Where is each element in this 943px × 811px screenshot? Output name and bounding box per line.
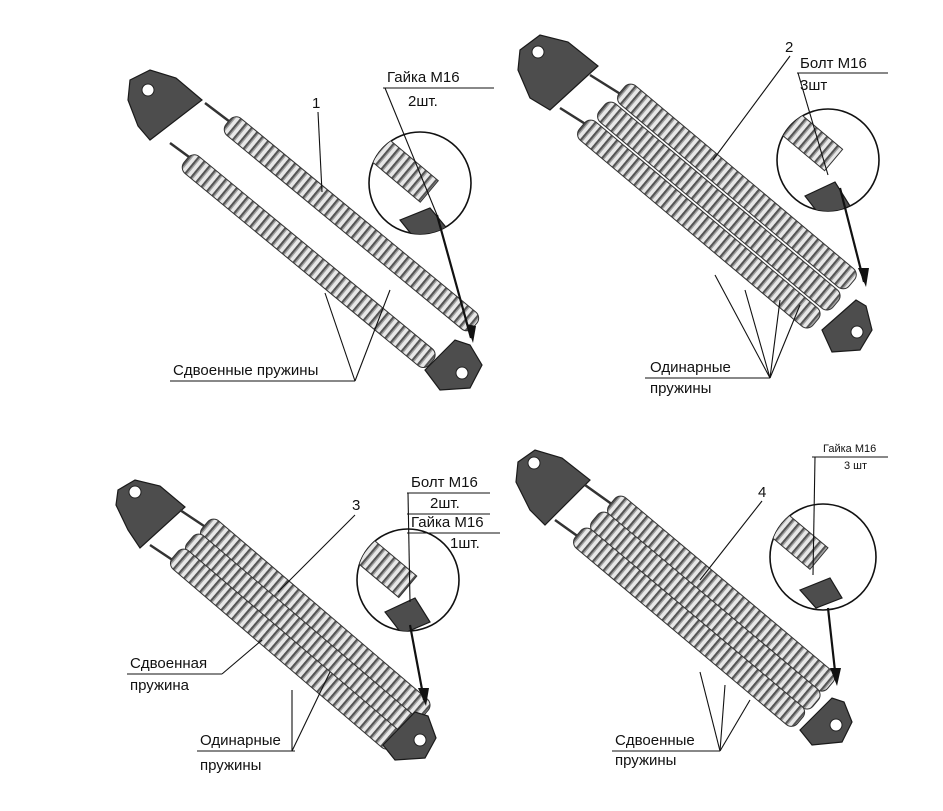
figure-number-4: 4 (758, 484, 766, 501)
leader-spring-3c (291, 671, 331, 752)
spring-2-b (597, 101, 841, 311)
spring-label-2a: Одинарные (650, 359, 731, 376)
arrowhead-4 (830, 668, 841, 686)
spring-1-lower (181, 154, 436, 368)
leader-spring-4b (719, 684, 726, 752)
assembly-4: 4 Гайка М16 3 шт Сдвоенные пружины (515, 443, 888, 769)
arrowhead-3 (418, 688, 429, 706)
assembly-2: 2 Болт М16 3шт Одинарные пружины (517, 34, 888, 397)
leader-spring-4a (699, 671, 721, 752)
assembly-1: 1 Гайка М16 2шт. Сдвоенные пружины (127, 69, 494, 391)
zoom-detail-3 (356, 528, 460, 632)
top-plate-1 (127, 69, 203, 141)
spring-label-3d: пружины (200, 757, 261, 774)
plate-hole-4b (829, 718, 843, 732)
plate-hole-3b (413, 733, 427, 747)
arrow-2 (838, 187, 866, 283)
hardware-qty-4: 3 шт (844, 460, 867, 472)
figure-number-2: 2 (785, 39, 793, 56)
hardware-name-4: Гайка М16 (823, 443, 876, 455)
spring-label-4a: Сдвоенные (615, 732, 695, 749)
plate-hole-2a (531, 45, 545, 59)
leader-spring-2a (714, 274, 771, 379)
zoom-detail-4 (769, 503, 877, 611)
arrow-3 (408, 624, 426, 701)
bottom-plate-1 (424, 339, 483, 391)
spring-label-1: Сдвоенные пружины (173, 362, 318, 379)
figure-number-3: 3 (352, 497, 360, 514)
top-plate-4 (515, 449, 591, 526)
spring-label-3c: Одинарные (200, 732, 281, 749)
hardware-qty-3a: 2шт. (430, 495, 460, 512)
hardware-name-3b: Гайка М16 (411, 514, 484, 531)
leader-spring-4c (719, 699, 751, 752)
arrowhead-1 (466, 324, 476, 343)
hardware-name-3a: Болт М16 (411, 474, 478, 491)
zoom-detail-1 (368, 131, 472, 235)
spring-label-4b: пружины (615, 752, 676, 769)
leader-hardware-3 (407, 492, 411, 603)
leader-number-2 (712, 55, 791, 161)
hardware-qty-3b: 1шт. (450, 535, 480, 552)
leader-spring-1a (324, 292, 356, 382)
arrowhead-2 (858, 268, 869, 287)
assembly-3: 3 Болт М16 2шт. Гайка М16 1шт. Сдвоенная… (115, 474, 500, 774)
plate-hole-4a (527, 456, 541, 470)
spring-1-upper (223, 116, 480, 332)
hardware-name-2: Болт М16 (800, 55, 867, 72)
bottom-plate-2 (821, 299, 873, 353)
leader-spring-2d (769, 304, 801, 379)
bottom-plate-3 (382, 711, 437, 761)
leader-spring-2c (769, 299, 781, 379)
leader-spring-2b (744, 289, 771, 379)
spring-label-3b: пружина (130, 677, 190, 694)
leader-hardware-4 (812, 456, 816, 576)
top-plate-3 (115, 479, 186, 549)
arrow-1 (435, 214, 473, 339)
hardware-qty-1: 2шт. (408, 93, 438, 110)
leader-spring-1b (354, 289, 391, 382)
spring-label-3a: Сдвоенная (130, 655, 207, 672)
spring-2-a (617, 83, 857, 290)
leader-hardware-1 (384, 87, 438, 216)
bottom-plate-4 (799, 697, 853, 746)
leader-number-1 (317, 111, 323, 193)
top-plate-2 (517, 34, 599, 111)
leader-hardware-2 (797, 72, 829, 176)
hardware-name-1: Гайка М16 (387, 69, 460, 86)
spring-2-c (577, 119, 821, 329)
spring-4-c (573, 527, 806, 727)
spring-label-2b: пружины (650, 380, 711, 397)
plate-hole-2b (850, 325, 864, 339)
hardware-qty-2: 3шт (800, 77, 827, 94)
plate-hole-1a (141, 83, 155, 97)
leader-number-4 (699, 500, 763, 581)
leader-spring-3a (221, 639, 263, 675)
figure-number-1: 1 (312, 95, 320, 112)
leader-number-3 (277, 514, 356, 593)
plate-hole-1b (455, 366, 469, 380)
zoom-detail-2 (776, 108, 880, 212)
plate-hole-3a (128, 485, 142, 499)
